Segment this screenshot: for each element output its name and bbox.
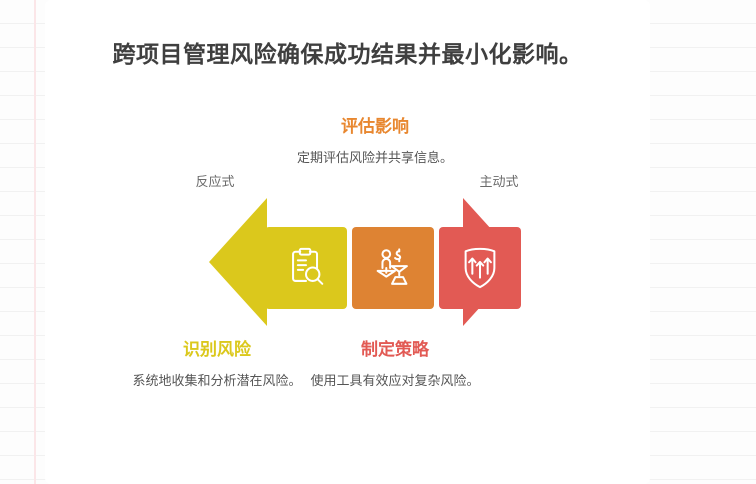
callout-heading-develop-strategy: 制定策略 [361, 340, 429, 359]
clipboard-search-icon [283, 245, 329, 291]
arrow-head-left-icon [209, 198, 267, 326]
stage-block-assess-impact[interactable] [352, 227, 434, 309]
axis-label-reactive: 反应式 [195, 174, 235, 189]
stage-block-develop-strategy[interactable] [439, 227, 521, 309]
callout-develop-strategy: 制定策略 使用工具有效应对复杂风险。 [300, 335, 490, 391]
callout-heading-assess-impact: 评估影响 [341, 117, 409, 136]
callout-heading-identify-risk: 识别风险 [183, 340, 251, 359]
shield-arrows-icon [457, 245, 503, 291]
stage-block-identify-risk[interactable] [265, 227, 347, 309]
balance-scale-icon [370, 245, 416, 291]
infographic-card: 跨项目管理风险确保成功结果并最小化影响。 反应式 主动式 评估影响 定期评估风险… [45, 0, 650, 484]
callout-description-identify-risk: 系统地收集和分析潜在风险。 [132, 373, 302, 388]
page-title: 跨项目管理风险确保成功结果并最小化影响。 [112, 41, 583, 67]
callout-description-develop-strategy: 使用工具有效应对复杂风险。 [310, 373, 480, 388]
callout-identify-risk: 识别风险 系统地收集和分析潜在风险。 [122, 335, 312, 391]
paper-margin-line [34, 0, 36, 484]
axis-label-proactive: 主动式 [479, 174, 519, 189]
callout-assess-impact: 评估影响 定期评估风险并共享信息。 [275, 112, 475, 168]
callout-description-assess-impact: 定期评估风险并共享信息。 [296, 150, 453, 165]
process-arrow-bar [165, 198, 565, 326]
